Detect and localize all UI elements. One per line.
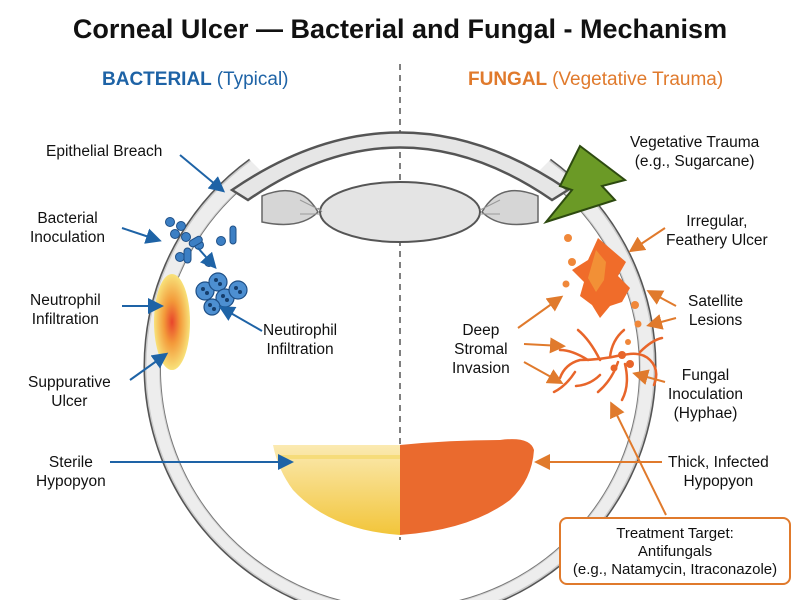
label-deep-l2: Stromal <box>454 341 508 358</box>
arrow-satellite-lesions-2 <box>646 314 677 330</box>
arrow-bacterial-inoculation <box>121 227 162 244</box>
arrow-epithelial-breach <box>179 154 226 193</box>
arrow-irregular-ulcer <box>628 227 666 253</box>
label-thick-hypopyon: Thick, Infected Hypopyon <box>668 453 769 491</box>
bacterial-header: BACTERIAL (Typical) <box>102 69 289 91</box>
label-satellite-lesions: Satellite Lesions <box>688 292 743 330</box>
fungal-hyphae <box>552 328 664 402</box>
infected-hypopyon-fluid <box>400 439 534 535</box>
label-fungal-l2: Inoculation <box>668 386 743 403</box>
label-irregular-ulcer: Irregular, Feathery Ulcer <box>666 212 768 250</box>
treatment-target-box: Treatment Target: Antifungals (e.g., Nat… <box>559 517 791 585</box>
page-title: Corneal Ulcer — Bacterial and Fungal - M… <box>72 14 728 44</box>
label-bacterial-inoculation: Bacterial Inoculation <box>30 209 105 247</box>
label-deep-l1: Deep <box>462 322 500 339</box>
sterile-hypopyon-fluid <box>273 445 400 535</box>
label-deep-l3: Invasion <box>452 360 510 377</box>
arrow-neutrophil-infiltration <box>197 247 217 269</box>
label-fungal-inoculation: Fungal Inoculation (Hyphae) <box>668 366 743 423</box>
label-sterile-hypopyon: Sterile Hypopyon <box>36 453 106 491</box>
fungal-header: FUNGAL (Vegetative Trauma) <box>468 69 723 91</box>
bacterial-header-label: BACTERIAL <box>102 69 212 90</box>
label-irregular-l1: Irregular, <box>686 213 748 230</box>
label-bacterial-inoculation-l2: Inoculation <box>30 229 105 246</box>
satellite-lesion-dots <box>562 234 642 345</box>
treatment-l2: Antifungals <box>637 543 713 560</box>
label-neutirophil-l2: Infiltration <box>266 341 334 358</box>
label-deep-stromal-invasion: Deep Stromal Invasion <box>452 321 510 378</box>
label-sterile-l2: Hypopyon <box>36 473 106 490</box>
label-sterile-l1: Sterile <box>48 454 93 471</box>
label-bacterial-inoculation-l1: Bacterial <box>37 210 98 227</box>
bacterial-header-sub: (Typical) <box>216 69 289 90</box>
arrow-satellite-lesions <box>646 290 677 307</box>
fungal-header-label: FUNGAL <box>468 69 547 90</box>
treatment-l1: Treatment Target: <box>616 525 734 542</box>
label-irregular-l2: Feathery Ulcer <box>666 232 768 249</box>
suppurative-ulcer-glow <box>154 274 190 370</box>
arrow-deep-stromal-3 <box>523 361 564 384</box>
label-vegetative-l1: Vegetative Trauma <box>630 134 760 151</box>
label-satellite-l2: Lesions <box>688 312 743 329</box>
arrow-fungal-inoculation <box>632 369 666 385</box>
label-neutrophil-l1: Neutrophil <box>30 292 101 309</box>
neutrophil-cells <box>195 272 248 316</box>
treatment-l3: (e.g., Natamycin, Itraconazole) <box>572 561 778 578</box>
arrow-deep-stromal-2 <box>523 337 566 354</box>
label-vegetative-l2: (e.g., Sugarcane) <box>634 153 755 170</box>
label-neutrophil-infiltration: Neutrophil Infiltration <box>30 291 101 329</box>
label-fungal-l1: Fungal <box>681 367 730 384</box>
label-vegetative-trauma: Vegetative Trauma (e.g., Sugarcane) <box>630 133 759 171</box>
fungal-header-sub: (Vegetative Trauma) <box>552 69 724 90</box>
arrow-neutirophil-right <box>218 306 263 332</box>
label-suppurative-ulcer: Suppurative Ulcer <box>28 373 111 411</box>
arrow-treatment-link <box>610 401 667 516</box>
label-neutrophil-l2: Infiltration <box>31 311 99 328</box>
label-fungal-l3: (Hyphae) <box>673 405 738 422</box>
arrow-suppurative-ulcer <box>129 352 169 381</box>
label-neutirophil-l1: Neutirophil <box>263 322 338 339</box>
arrow-deep-stromal-1 <box>517 295 564 329</box>
label-suppurative-l2: Ulcer <box>51 393 88 410</box>
label-suppurative-l1: Suppurative <box>28 374 111 391</box>
trauma-bolt-icon <box>543 144 628 224</box>
label-epithelial-breach: Epithelial Breach <box>46 143 163 160</box>
label-thick-l1: Thick, Infected <box>668 454 769 471</box>
label-thick-l2: Hypopyon <box>683 473 754 490</box>
label-neutirophil-infiltration: Neutirophil Infiltration <box>263 321 337 359</box>
label-satellite-l1: Satellite <box>688 293 744 310</box>
